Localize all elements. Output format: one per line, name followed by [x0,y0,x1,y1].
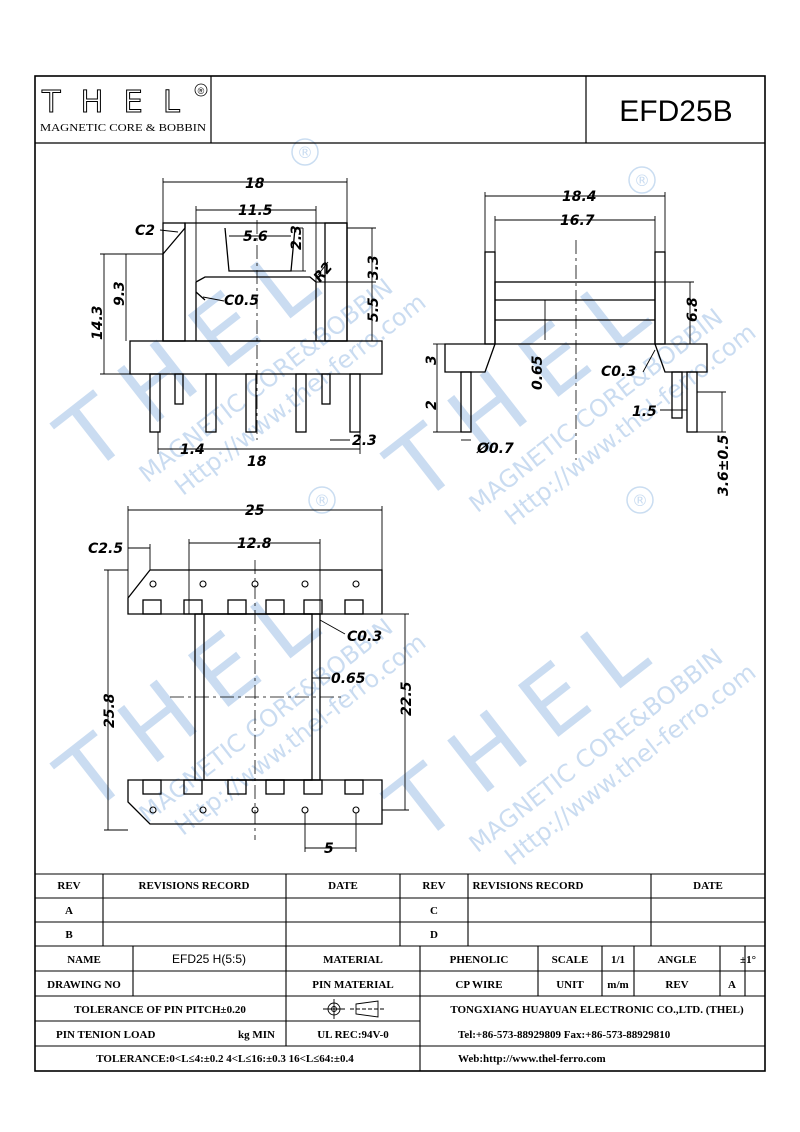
watermark-mark: ® [634,171,650,190]
dim-height-body: 9.3 [112,281,128,306]
pin-material-value: CP WIRE [455,979,502,991]
angle-label: ANGLE [657,954,696,966]
rev-c: C [430,905,438,917]
dim-base-width: 18 [247,454,267,470]
logo-text: THEL [41,85,200,120]
tolerance-pitch: TOLERANCE OF PIN PITCH±0.20 [74,1004,246,1016]
drawing-no-label: DRAWING NO [47,979,121,991]
bottom-view-dimensions: 25 12.8 C2.5 C0.3 0.65 25.8 22.5 5 [88,503,415,857]
dim-mid-height: 5.5 [366,297,382,322]
dim-window-height: 22.5 [399,681,415,716]
material-label: MATERIAL [323,954,383,966]
dim-bottom-height-total: 25.8 [102,693,118,728]
rev-header-right: REV [422,880,445,892]
pin-tension-label: PIN TENION LOAD [56,1029,155,1041]
rev-d: D [430,929,438,941]
name-label: NAME [67,954,101,966]
dim-pin-gap: 1.5 [632,404,657,420]
dim-bottom-width-total: 25 [245,503,265,519]
angle-value: ±1° [740,954,756,966]
dim-top-step: 3.3 [366,255,382,280]
title-block [35,873,765,1071]
website: Web:http://www.thel-ferro.com [458,1053,606,1065]
material-value: PHENOLIC [450,954,509,966]
name-value: EFD25 H(5:5) [172,952,246,966]
dim-bottom-inner-chamfer: C0.3 [347,629,382,645]
scale-value: 1/1 [611,954,625,966]
dim-bottom-inner-width: 12.8 [237,536,272,552]
projection-symbol-icon [323,999,386,1019]
pin-material-label: PIN MATERIAL [312,979,393,991]
dim-side-wall: 0.65 [530,355,546,390]
dim-inner-width: 11.5 [238,203,273,219]
rev-field-label: REV [665,979,688,991]
dim-slot-width: 5.6 [243,229,268,245]
dim-pin-stub: 2 [424,400,440,410]
watermark-mark: ® [632,491,648,510]
date-header-right: DATE [693,880,723,892]
logo-registered-mark: ® [198,86,205,96]
contact-phone: Tel:+86-573-88929809 Fax:+86-573-8892981… [458,1029,671,1041]
front-view-dimensions: 18 11.5 5.6 2.3 C2 R2 14.3 9.3 3.3 5.5 C… [90,176,382,470]
dim-pin-length: 3.6±0.5 [716,434,732,496]
sheet-border [34,75,766,1072]
dim-flange-height: 6.8 [685,297,701,322]
bottom-view [104,506,409,852]
revisions-header: REVISIONS RECORD [139,880,250,892]
side-view [433,192,726,460]
dim-inner-chamfer: C0.5 [224,293,259,309]
dim-pin-pitch: 5 [324,841,334,857]
scale-label: SCALE [552,954,589,966]
rev-b: B [65,929,73,941]
dim-bottom-wall: 0.65 [331,671,366,687]
side-view-dimensions: 18.4 16.7 6.8 0.65 C0.3 3 2 Ø0.7 1.5 3.6… [424,189,732,496]
watermark-mark: ® [297,143,313,162]
rev-header: REV [57,880,80,892]
dim-pin-dia-pitch: 1.4 [180,442,205,458]
dim-side-width-inner: 16.7 [560,213,595,229]
dim-pin-offset: 2.3 [352,433,377,449]
dim-pin-dia: Ø0.7 [476,441,514,457]
dim-side-chamfer: C0.3 [601,364,636,380]
watermark-mark: ® [314,491,330,510]
rev-field-value: A [728,979,736,991]
title-block-text: REV REVISIONS RECORD DATE REV REVISIONS … [47,880,756,1065]
revisions-header-right: REVISIONS RECORD [473,880,584,892]
front-view [100,178,383,454]
dim-width-top: 18 [245,176,265,192]
logo-subtitle: MAGNETIC CORE & BOBBIN [40,123,206,134]
dim-side-width-total: 18.4 [562,189,597,205]
thel-logo: THEL ® MAGNETIC CORE & BOBBIN [40,83,208,134]
date-header: DATE [328,880,358,892]
dim-bottom-chamfer: C2.5 [88,541,123,557]
dim-height-total: 14.3 [90,305,106,340]
rev-a: A [65,905,73,917]
ul-rec: UL REC:94V-0 [317,1029,389,1041]
part-number: EFD25B [619,95,732,128]
dim-chamfer: C2 [135,223,155,239]
company-name: TONGXIANG HUAYUAN ELECTRONIC CO.,LTD. (T… [450,1004,744,1016]
unit-value: m/m [607,979,628,991]
dim-slot-depth: 2.3 [289,225,305,250]
dim-base-height: 3 [424,355,440,365]
unit-label: UNIT [556,979,584,991]
pin-tension-unit: kg MIN [238,1029,275,1041]
tolerance-general: TOLERANCE:0<L≤4:±0.2 4<L≤16:±0.3 16<L≤64… [96,1053,354,1065]
